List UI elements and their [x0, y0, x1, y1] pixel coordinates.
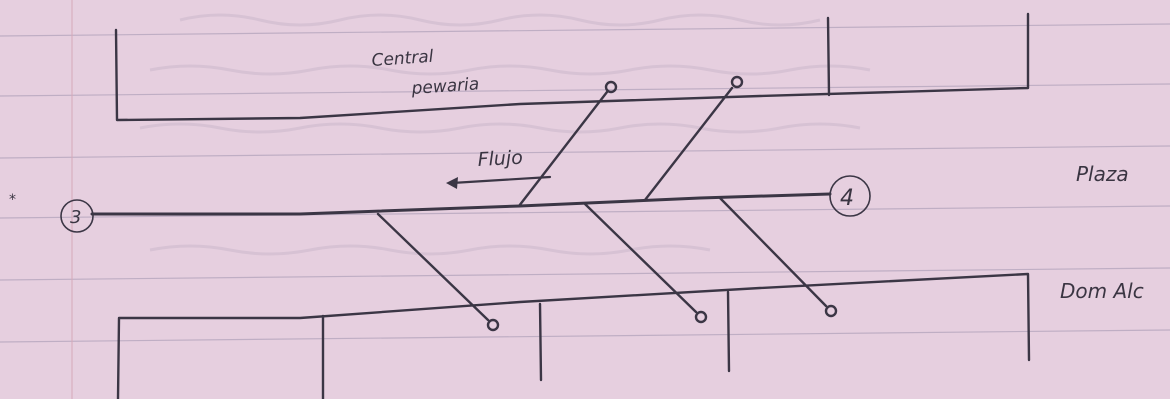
upper-branch-2: [643, 86, 734, 202]
margin-mark: *: [9, 192, 16, 208]
top-building-divider: [826, 16, 831, 97]
bottom-divider-3: [726, 290, 731, 373]
node-3-label: 3: [70, 207, 81, 228]
lower-branch-2-end: [694, 310, 708, 324]
bleed-through-text: [139, 13, 871, 256]
central-label-line2: pewaria: [410, 74, 480, 99]
upper-branch-2-end: [730, 75, 744, 89]
lower-branches: [376, 196, 838, 332]
upper-branch-1: [517, 90, 609, 208]
top-building: [114, 12, 1030, 122]
dom-label: Dom Alc: [1060, 279, 1144, 303]
bottom-building: [116, 272, 1031, 399]
lower-branch-3-end: [824, 304, 838, 318]
node-3-circle: [60, 199, 94, 233]
bottom-divider-2: [538, 302, 543, 382]
main-pipe: [60, 175, 871, 233]
central-label-line1: Central: [371, 47, 434, 71]
flow-label: Flujo: [477, 147, 523, 171]
lower-branch-1: [376, 212, 490, 322]
node-4-circle: [829, 175, 871, 217]
lower-branch-1-end: [486, 318, 500, 332]
lower-branch-3: [718, 196, 828, 308]
plaza-label: Plaza: [1076, 162, 1129, 186]
node-4-label: 4: [840, 186, 854, 211]
flow-arrow: [446, 175, 552, 189]
upper-branches: [517, 75, 744, 208]
flow-arrow-head: [446, 177, 458, 189]
upper-branch-1-end: [604, 80, 618, 94]
